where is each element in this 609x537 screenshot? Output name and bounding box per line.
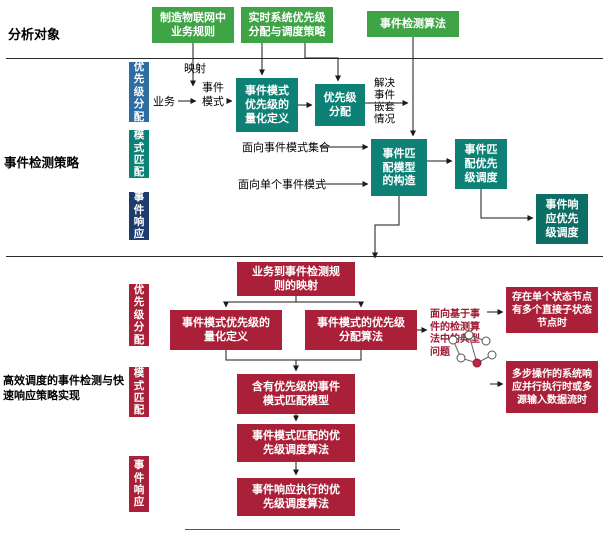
label-nesting-resolution: 解决事件嵌套情况: [374, 77, 395, 126]
top-box-detection-algorithm: 事件检测算法: [367, 11, 459, 37]
label-event-pattern: 事件模式: [202, 81, 224, 109]
bottom-category-event-response: 事件响应: [129, 456, 149, 512]
bottom-box-prioritized-match-model: 含有优先级的事件模式匹配模型: [237, 374, 355, 414]
mid-box-match-model-construction: 事件匹配模型的构造: [371, 139, 427, 196]
divider-middle: [6, 256, 603, 257]
mid-category-pattern-matching: 模式匹配: [129, 129, 149, 178]
bottom-box-response-scheduling-algorithm: 事件响应执行的优先级调度算法: [237, 478, 355, 516]
state-graph-icon: [448, 330, 497, 368]
top-box-business-rules: 制造物联网中业务规则: [152, 7, 234, 43]
label-mapping: 映射: [184, 62, 206, 75]
bottom-box-priority-quantification: 事件模式优先级的量化定义: [170, 310, 282, 350]
case-box-multi-step-response: 多步操作的系统响应并行执行时或多源输入数据流时: [506, 361, 598, 413]
mid-box-priority-assignment: 优先级分配: [315, 84, 365, 126]
label-single-pattern: 面向单个事件模式: [238, 178, 326, 191]
bottom-category-pattern-matching: 模式匹配: [129, 367, 149, 417]
bottom-box-rule-mapping: 业务到事件检测规则的映射: [237, 262, 355, 296]
case-box-single-state-node: 存在单个状态节点有多个直接子状态节点时: [506, 287, 598, 333]
top-box-scheduling-policy: 实时系统优先级分配与调度策略: [241, 7, 333, 43]
mid-box-response-priority-scheduling: 事件响应优先级调度: [536, 194, 588, 244]
label-business: 业务: [153, 95, 175, 108]
divider-bottom: [185, 529, 400, 530]
label-pattern-set: 面向事件模式集合: [242, 141, 330, 154]
bottom-box-priority-assignment-algorithm: 事件模式的优先级分配算法: [305, 310, 417, 350]
section-label-implementation: 高效调度的事件检测与快速响应策略实现: [3, 374, 124, 402]
section-label-strategy: 事件检测策略: [4, 155, 80, 170]
mid-box-match-priority-scheduling: 事件匹配优先级调度: [455, 139, 507, 189]
mid-category-priority-assignment: 优先级分配: [129, 61, 149, 123]
bottom-box-match-scheduling-algorithm: 事件模式匹配的优先级调度算法: [237, 424, 355, 462]
mid-box-priority-quantification: 事件模式优先级的量化定义: [236, 78, 298, 132]
mid-category-event-response: 事件响应: [129, 191, 149, 240]
bottom-category-priority-assignment: 优先级分配: [129, 284, 149, 346]
section-label-analysis: 分析对象: [8, 28, 61, 43]
